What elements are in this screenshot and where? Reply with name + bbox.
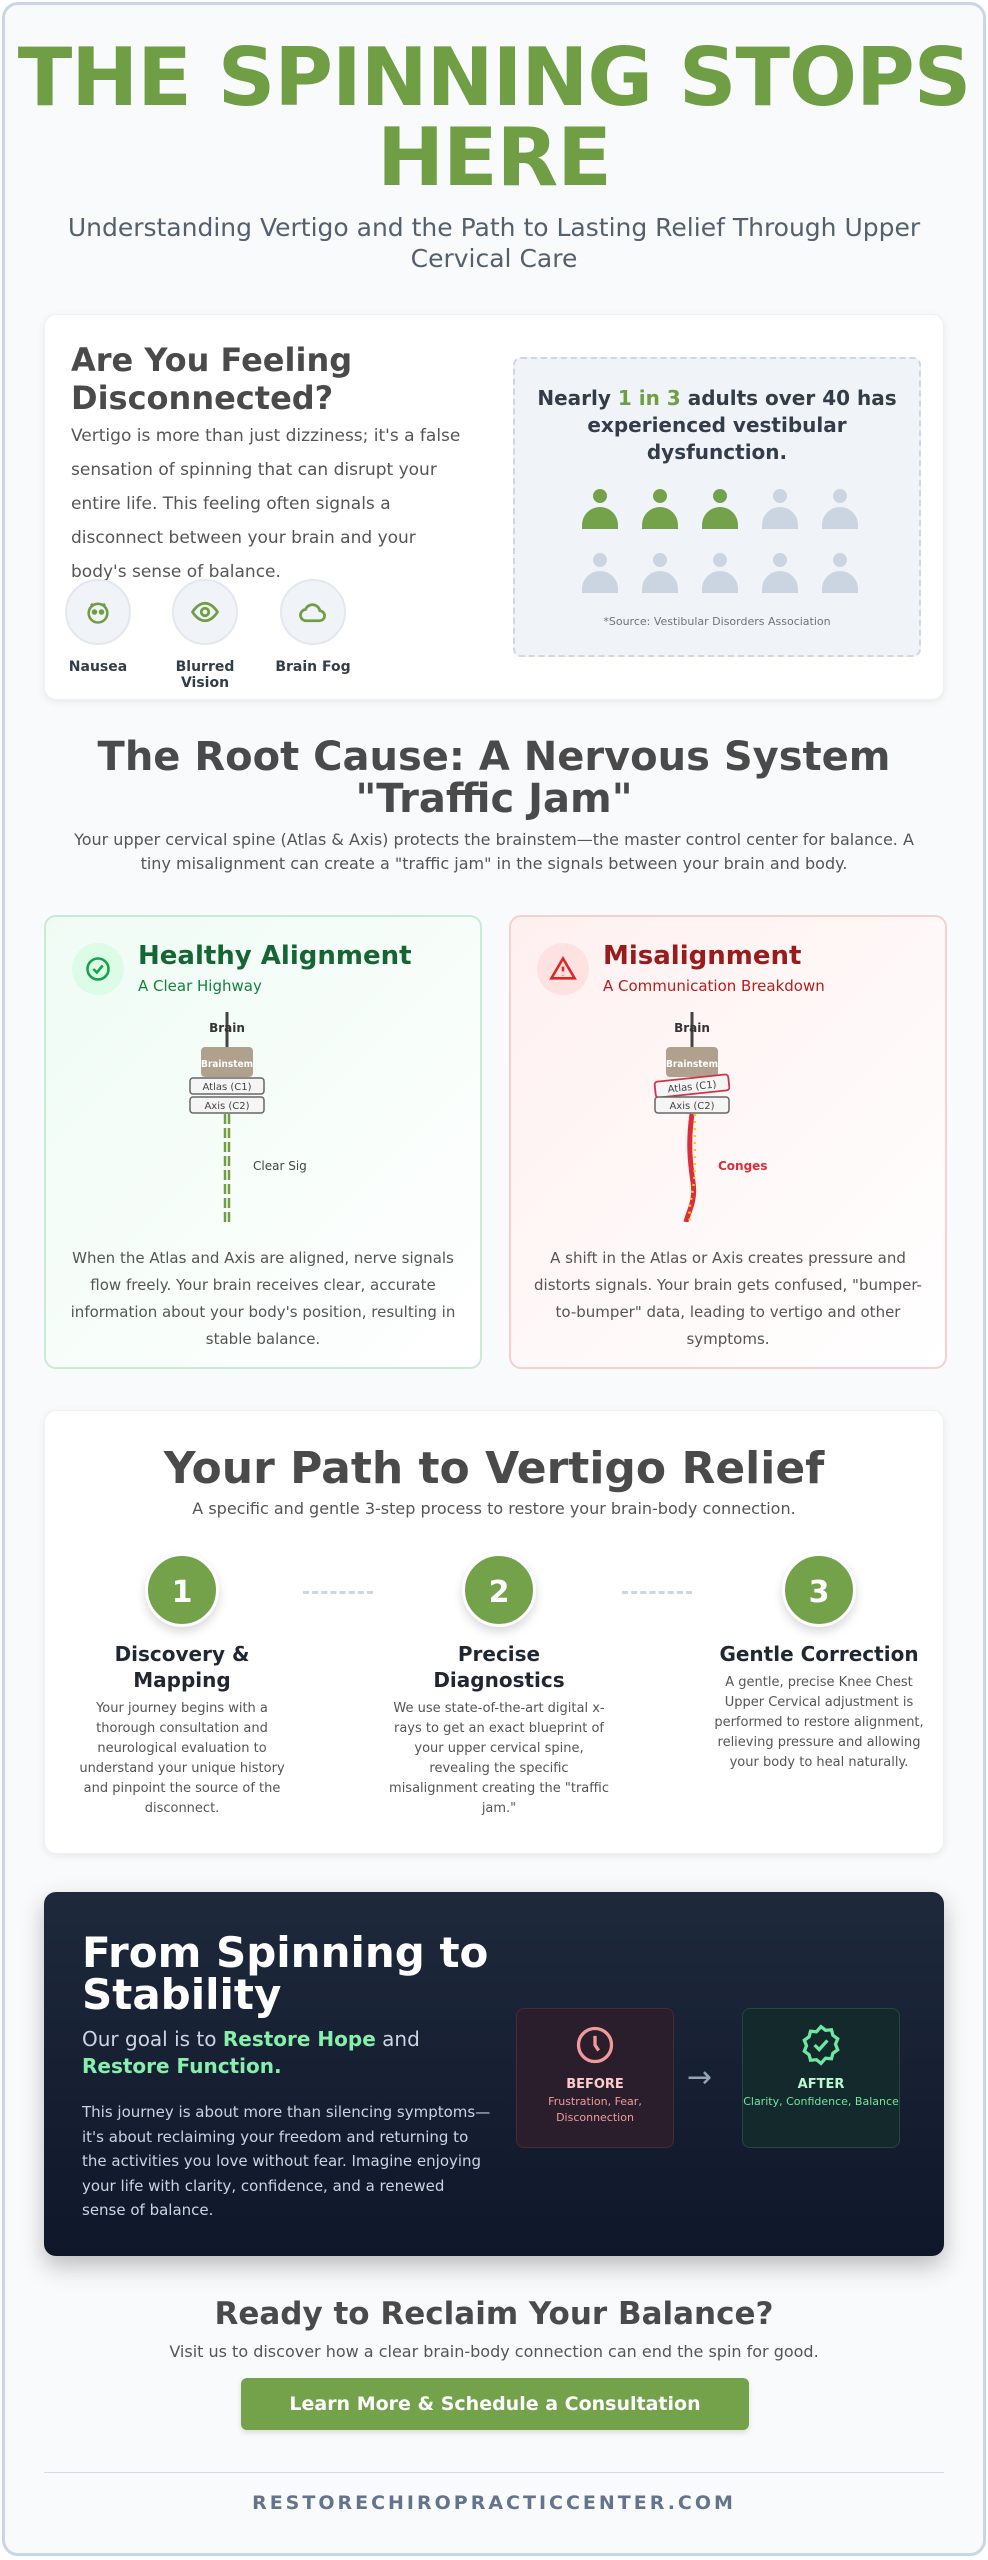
- stat-source: *Source: Vestibular Disorders Associatio…: [603, 615, 831, 628]
- footer-site-link[interactable]: RESTORECHIROPRACTICCENTER.COM: [252, 2492, 736, 2514]
- person-icon: [810, 489, 870, 533]
- before-box: BEFORE Frustration, Fear, Disconnection: [516, 2008, 674, 2148]
- misalignment-card: Misalignment A Communication Breakdown B…: [509, 915, 947, 1369]
- stability-body: This journey is about more than silencin…: [82, 2103, 491, 2219]
- cta-heading: Ready to Reclaim Your Balance?: [214, 2296, 774, 2332]
- stability-goal: Our goal is to Restore Hope and Restore …: [82, 2027, 420, 2078]
- svg-text:Clear Sig: Clear Sig: [253, 1159, 307, 1173]
- step-connector: [622, 1591, 692, 1594]
- intro-card: Are You Feeling Disconnected? Vertigo is…: [44, 314, 944, 700]
- cta-body: Visit us to discover how a clear brain-b…: [169, 2342, 819, 2361]
- svg-text:Axis (C2): Axis (C2): [204, 1101, 249, 1112]
- cloud-icon: [299, 603, 326, 623]
- intro-heading: Are You Feeling Disconnected?: [71, 341, 353, 417]
- person-icon-affected: [630, 489, 690, 533]
- schedule-consultation-button[interactable]: Learn More & Schedule a Consultation: [241, 2378, 749, 2430]
- divider: [44, 2472, 944, 2473]
- person-icon: [570, 553, 630, 597]
- person-icon-affected: [570, 489, 630, 533]
- badge-check-icon: [802, 2024, 840, 2066]
- stat-headline: Nearly 1 in 3 adults over 40 has experie…: [537, 386, 897, 464]
- person-icon: [690, 553, 750, 597]
- symptom-nausea: Nausea: [48, 579, 148, 675]
- warning-triangle-icon: [549, 955, 577, 980]
- stat-box: Nearly 1 in 3 adults over 40 has experie…: [513, 357, 921, 657]
- healthy-spine-diagram: Brain Brainstem Atlas (C1) Axis (C2) Cle…: [189, 1012, 307, 1222]
- path-card: Your Path to Vertigo Relief A specific a…: [44, 1410, 944, 1854]
- people-pictogram: [570, 489, 870, 597]
- svg-text:Atlas (C1): Atlas (C1): [667, 1079, 717, 1095]
- step-connector: [303, 1591, 373, 1594]
- svg-text:Brainstem: Brainstem: [201, 1059, 253, 1070]
- person-icon: [810, 553, 870, 597]
- stability-section: From Spinning to Stability Our goal is t…: [44, 1892, 944, 2256]
- healthy-alignment-card: Healthy Alignment A Clear Highway Brain …: [44, 915, 482, 1369]
- root-cause-heading: The Root Cause: A Nervous System "Traffi…: [97, 734, 891, 822]
- person-icon: [750, 553, 810, 597]
- svg-text:Brain: Brain: [209, 1021, 245, 1035]
- path-heading: Your Path to Vertigo Relief: [163, 1443, 825, 1494]
- person-icon: [630, 553, 690, 597]
- intro-body: Vertigo is more than just dizziness; it'…: [71, 426, 461, 582]
- svg-text:Axis (C2): Axis (C2): [669, 1101, 714, 1112]
- svg-text:Atlas (C1): Atlas (C1): [202, 1082, 251, 1093]
- person-icon: [750, 489, 810, 533]
- path-subtitle: A specific and gentle 3-step process to …: [192, 1499, 796, 1518]
- after-box: AFTER Clarity, Confidence, Balance: [742, 2008, 900, 2148]
- check-circle-icon: [86, 957, 110, 981]
- person-icon-affected: [690, 489, 750, 533]
- page-subtitle: Understanding Vertigo and the Path to La…: [67, 213, 921, 273]
- svg-text:Brainstem: Brainstem: [666, 1059, 718, 1070]
- stability-heading: From Spinning to Stability: [82, 1928, 489, 2019]
- svg-text:Brain: Brain: [674, 1021, 710, 1035]
- arrow-right-icon: →: [687, 2060, 713, 2095]
- symptom-brain-fog: Brain Fog: [263, 579, 363, 675]
- eye-icon: [190, 601, 220, 623]
- nausea-face-icon: [87, 602, 109, 624]
- svg-text:Conges: Conges: [718, 1159, 767, 1173]
- misaligned-spine-diagram: Brain Brainstem Atlas (C1) Axis (C2) Con…: [653, 1012, 767, 1222]
- root-cause-body: Your upper cervical spine (Atlas & Axis)…: [74, 830, 914, 873]
- symptom-blurred-vision: Blurred Vision: [155, 579, 255, 691]
- clock-icon: [576, 2026, 614, 2064]
- page-title: THE SPINNING STOPS HERE: [17, 31, 972, 204]
